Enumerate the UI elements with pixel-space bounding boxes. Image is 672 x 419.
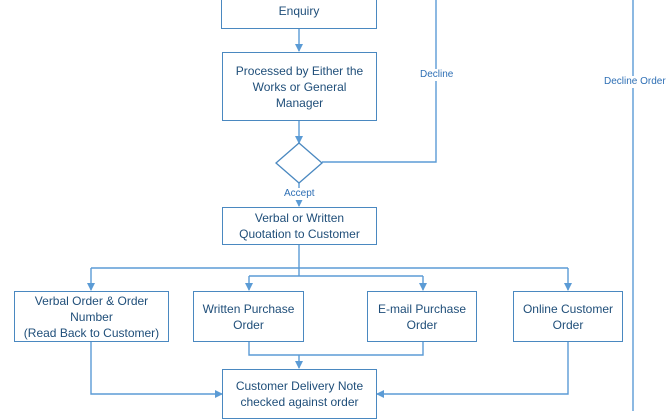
delivery-note-box: Customer Delivery Note checked against o…	[222, 369, 377, 419]
enquiry-box: Enquiry	[221, 0, 377, 29]
edge-decision-decline	[322, 0, 437, 163]
verbal-order-box: Verbal Order & Order Number (Read Back t…	[14, 291, 169, 342]
edge-written-merge	[248, 342, 424, 356]
written-purchase-order-box: Written Purchase Order	[193, 291, 304, 342]
online-customer-order-box: Online Customer Order	[513, 291, 623, 342]
decision-diamond	[275, 142, 323, 184]
decline-order-label: Decline Order	[603, 76, 667, 88]
edge-verbal-to-delivery	[90, 342, 223, 398]
quotation-box: Verbal or Written Quotation to Customer	[222, 207, 377, 245]
processed-by-manager-box: Processed by Either the Works or General…	[222, 52, 377, 121]
decline-label: Decline	[419, 69, 455, 81]
email-purchase-order-box: E-mail Purchase Order	[367, 291, 477, 342]
edge-online-to-delivery	[376, 342, 569, 398]
accept-label: Accept	[283, 188, 316, 200]
